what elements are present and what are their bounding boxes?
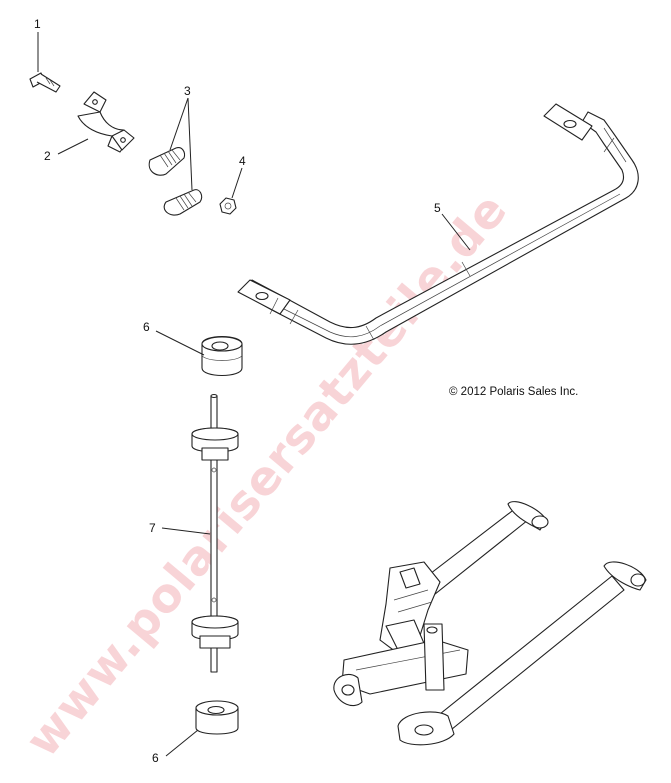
nut-part [219,197,237,215]
callout-7: 7 [149,521,156,535]
clamp-part [77,91,135,153]
bolt-part [29,72,61,93]
bushing-part-lower [163,189,203,216]
callout-1: 1 [34,17,41,31]
leader-line-2 [57,138,89,155]
callout-4: 4 [239,154,246,168]
callout-3: 3 [184,84,191,98]
bushing-part-upper [148,147,186,176]
a-arm-assembly [333,501,647,746]
callout-2: 2 [44,149,51,163]
bushing-part-6-lower [195,700,239,735]
callout-6-upper: 6 [143,320,150,334]
leader-line-6b [165,729,199,757]
bushing-part-6-upper [201,335,243,377]
leader-line-5 [441,213,471,251]
link-part [191,393,239,673]
leader-line-4 [231,167,243,199]
copyright-text: © 2012 Polaris Sales Inc. [449,386,578,398]
leader-line-7 [161,527,211,535]
leader-line-6a [155,330,205,356]
callout-6-lower: 6 [152,751,159,765]
stabilizer-bar-part [237,103,639,345]
leader-line-3a [169,97,189,151]
leader-line-3b [187,97,193,191]
callout-5: 5 [434,201,441,215]
